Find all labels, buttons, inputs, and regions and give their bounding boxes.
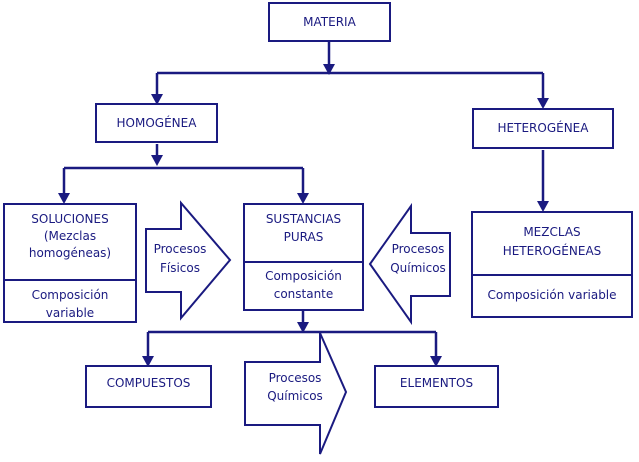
node-mezclas-box	[471, 211, 633, 318]
node-soluciones-sub-2: variable	[46, 306, 94, 320]
process-arrow-fisicos: Procesos Físicos	[145, 200, 232, 321]
node-compuestos: COMPUESTOS	[85, 365, 212, 408]
node-mezclas-title-2: HETEROGÉNEAS	[503, 243, 602, 258]
process-arrow-quimicos-down: Procesos Químicos	[244, 332, 348, 455]
node-sustancias-sub-2: constante	[274, 287, 334, 301]
node-mezclas-heterogeneas: MEZCLAS HETEROGÉNEAS Composición variabl…	[471, 211, 633, 318]
connectors	[62, 41, 545, 360]
node-soluciones-title-3: homogéneas)	[29, 246, 111, 260]
node-compuestos-label: COMPUESTOS	[107, 376, 191, 390]
node-heterogenea-label: HETEROGÉNEA	[498, 120, 590, 135]
process-arrow-quimicos-left: Procesos Químicos	[368, 202, 451, 326]
node-sustancias-title-2: PURAS	[284, 230, 324, 244]
node-sustancias-title-1: SUSTANCIAS	[266, 212, 341, 226]
node-sustancias-sub-1: Composición	[265, 269, 342, 283]
node-soluciones-title-2: (Mezclas	[44, 229, 96, 243]
node-materia-label: MATERIA	[303, 15, 356, 29]
node-soluciones-sub-1: Composición	[32, 288, 109, 302]
arrowhead-elementos	[430, 356, 442, 367]
process-arrow-quimicos-down-line-2: Químicos	[267, 389, 323, 403]
node-homogenea-box	[95, 103, 218, 143]
node-soluciones: SOLUCIONES (Mezclas homogéneas) Composic…	[3, 203, 137, 323]
node-materia: MATERIA	[268, 2, 391, 42]
arrowhead-soluciones	[58, 193, 70, 204]
arrowhead-mezclas	[537, 201, 549, 212]
node-heterogenea: HETEROGÉNEA	[472, 108, 614, 149]
node-homogenea-label: HOMOGÉNEA	[117, 115, 198, 130]
node-heterogenea-box	[472, 108, 614, 149]
node-materia-box	[268, 2, 391, 42]
arrowheads	[58, 64, 549, 367]
node-mezclas-title-1: MEZCLAS	[523, 225, 580, 239]
node-soluciones-box	[3, 203, 137, 323]
process-arrow-fisicos-line-1: Procesos	[154, 242, 207, 256]
process-arrow-quimicos-left-shape	[368, 202, 451, 326]
arrowhead-heterogenea	[537, 98, 549, 109]
node-sustancias: SUSTANCIAS PURAS Composición constante	[243, 203, 364, 311]
node-mezclas-sub-1: Composición variable	[487, 288, 616, 302]
arrowhead-compuestos	[142, 356, 154, 367]
node-elementos-label: ELEMENTOS	[400, 376, 473, 390]
process-arrow-quimicos-down-line-1: Procesos	[269, 371, 322, 385]
node-elementos-box	[374, 365, 499, 408]
arrowhead-homogenea	[151, 94, 163, 105]
process-arrow-fisicos-shape	[145, 200, 232, 321]
node-homogenea: HOMOGÉNEA	[95, 103, 218, 143]
process-arrow-quimicos-left-line-1: Procesos	[392, 242, 445, 256]
arrowhead-sustancias-down	[297, 322, 309, 333]
arrowhead-sustancias	[297, 193, 309, 204]
node-compuestos-box	[85, 365, 212, 408]
process-arrow-quimicos-left-line-2: Químicos	[390, 261, 446, 275]
node-elementos: ELEMENTOS	[374, 365, 499, 408]
node-soluciones-title-1: SOLUCIONES	[31, 212, 108, 226]
process-arrow-fisicos-line-2: Físicos	[160, 261, 200, 275]
process-arrow-quimicos-down-shape	[244, 332, 348, 455]
arrowhead-homogenea-down	[151, 155, 163, 166]
arrowhead-materia	[323, 64, 335, 75]
node-sustancias-box	[243, 203, 364, 311]
